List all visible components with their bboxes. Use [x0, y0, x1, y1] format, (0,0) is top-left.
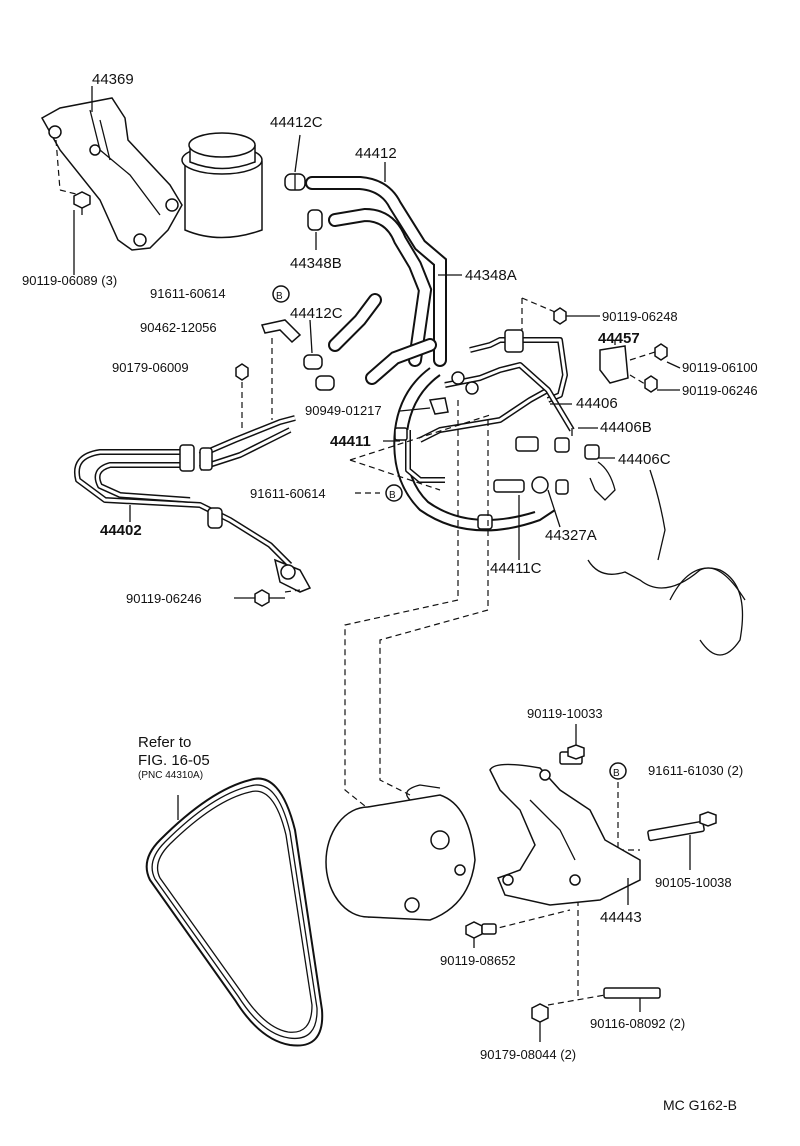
long-bolt-icon: [647, 811, 717, 842]
part-label: 90119-10033: [527, 706, 603, 721]
b-symbol-icon: B: [272, 285, 290, 303]
bolt-icon: [73, 191, 91, 215]
part-label: 44406: [576, 395, 618, 412]
clip-icon: [260, 319, 302, 344]
pressure-tube-assembly: [74, 415, 312, 593]
pump-bracket: [489, 763, 641, 906]
part-label: 44412C: [290, 305, 343, 322]
part-label: 90105-10038: [655, 875, 732, 890]
power-steering-pump: [325, 784, 476, 921]
bolt-icon: [553, 307, 681, 393]
pressure-tube: [444, 329, 575, 432]
part-label: 44406C: [618, 451, 671, 468]
engine-outline: [587, 461, 746, 656]
svg-text:B: B: [389, 490, 396, 501]
part-label: 90119-06089 (3): [22, 273, 117, 288]
part-label: 90116-08092 (2): [590, 1016, 685, 1031]
nut-icon: [531, 1003, 549, 1023]
part-label: 44411: [330, 433, 371, 450]
part-label: 44412: [355, 145, 397, 162]
part-label: 90119-06246: [682, 383, 758, 398]
clip-icon: [428, 371, 479, 415]
union-bolt-icon: [493, 476, 569, 495]
part-label: 44327A: [545, 527, 597, 544]
nut-icon: [235, 363, 249, 381]
reference-note-line3: (PNC 44310A): [138, 770, 203, 781]
reservoir-tank: [181, 132, 263, 239]
part-label: 44402: [100, 522, 142, 539]
b-symbol-icon: B: [385, 484, 403, 502]
part-label: 90949-01217: [305, 403, 382, 418]
hose-clamp-icon: [307, 209, 323, 231]
reference-note-line2: FIG. 16-05: [138, 752, 210, 769]
part-label: 44457: [598, 330, 640, 347]
reference-note-line1: Refer to: [138, 734, 191, 751]
part-label: 91611-60614: [250, 486, 326, 501]
part-label: 90179-08044 (2): [480, 1047, 576, 1062]
union-bolt-icon: [515, 436, 600, 460]
svg-text:B: B: [613, 768, 620, 779]
part-label: 44406B: [600, 419, 652, 436]
return-hose: [305, 176, 447, 385]
part-label: 90179-06009: [112, 360, 189, 375]
b-symbol-icon: B: [609, 762, 627, 780]
part-label: 44369: [92, 71, 134, 88]
bolt-icon: [559, 744, 585, 765]
pressure-hose: [393, 367, 556, 532]
bolt-icon: [465, 921, 497, 939]
part-label: 44348A: [465, 267, 517, 284]
part-label: 91611-61030 (2): [648, 763, 743, 778]
part-label: 90119-06248: [602, 309, 678, 324]
part-label: 90119-06100: [682, 360, 758, 375]
reservoir-bracket: [40, 97, 183, 251]
diagram-code: MC G162-B: [663, 1097, 737, 1113]
stud-bolt-icon: [603, 987, 661, 999]
svg-text:B: B: [276, 291, 283, 302]
drive-belt: [145, 777, 324, 1047]
part-label: 91611-60614: [150, 286, 226, 301]
hose-clamp-icon: [284, 173, 306, 191]
hose-clamp-icon: [303, 354, 335, 391]
part-label: 44411C: [490, 560, 542, 577]
part-label: 44412C: [270, 114, 323, 131]
part-label: 90119-08652: [440, 953, 516, 968]
bracket-44457: [599, 345, 629, 384]
part-label: 90462-12056: [140, 320, 217, 335]
part-label: 44443: [600, 909, 642, 926]
bolt-icon: [254, 589, 285, 607]
part-label: 90119-06246: [126, 591, 202, 606]
part-label: 44348B: [290, 255, 342, 272]
